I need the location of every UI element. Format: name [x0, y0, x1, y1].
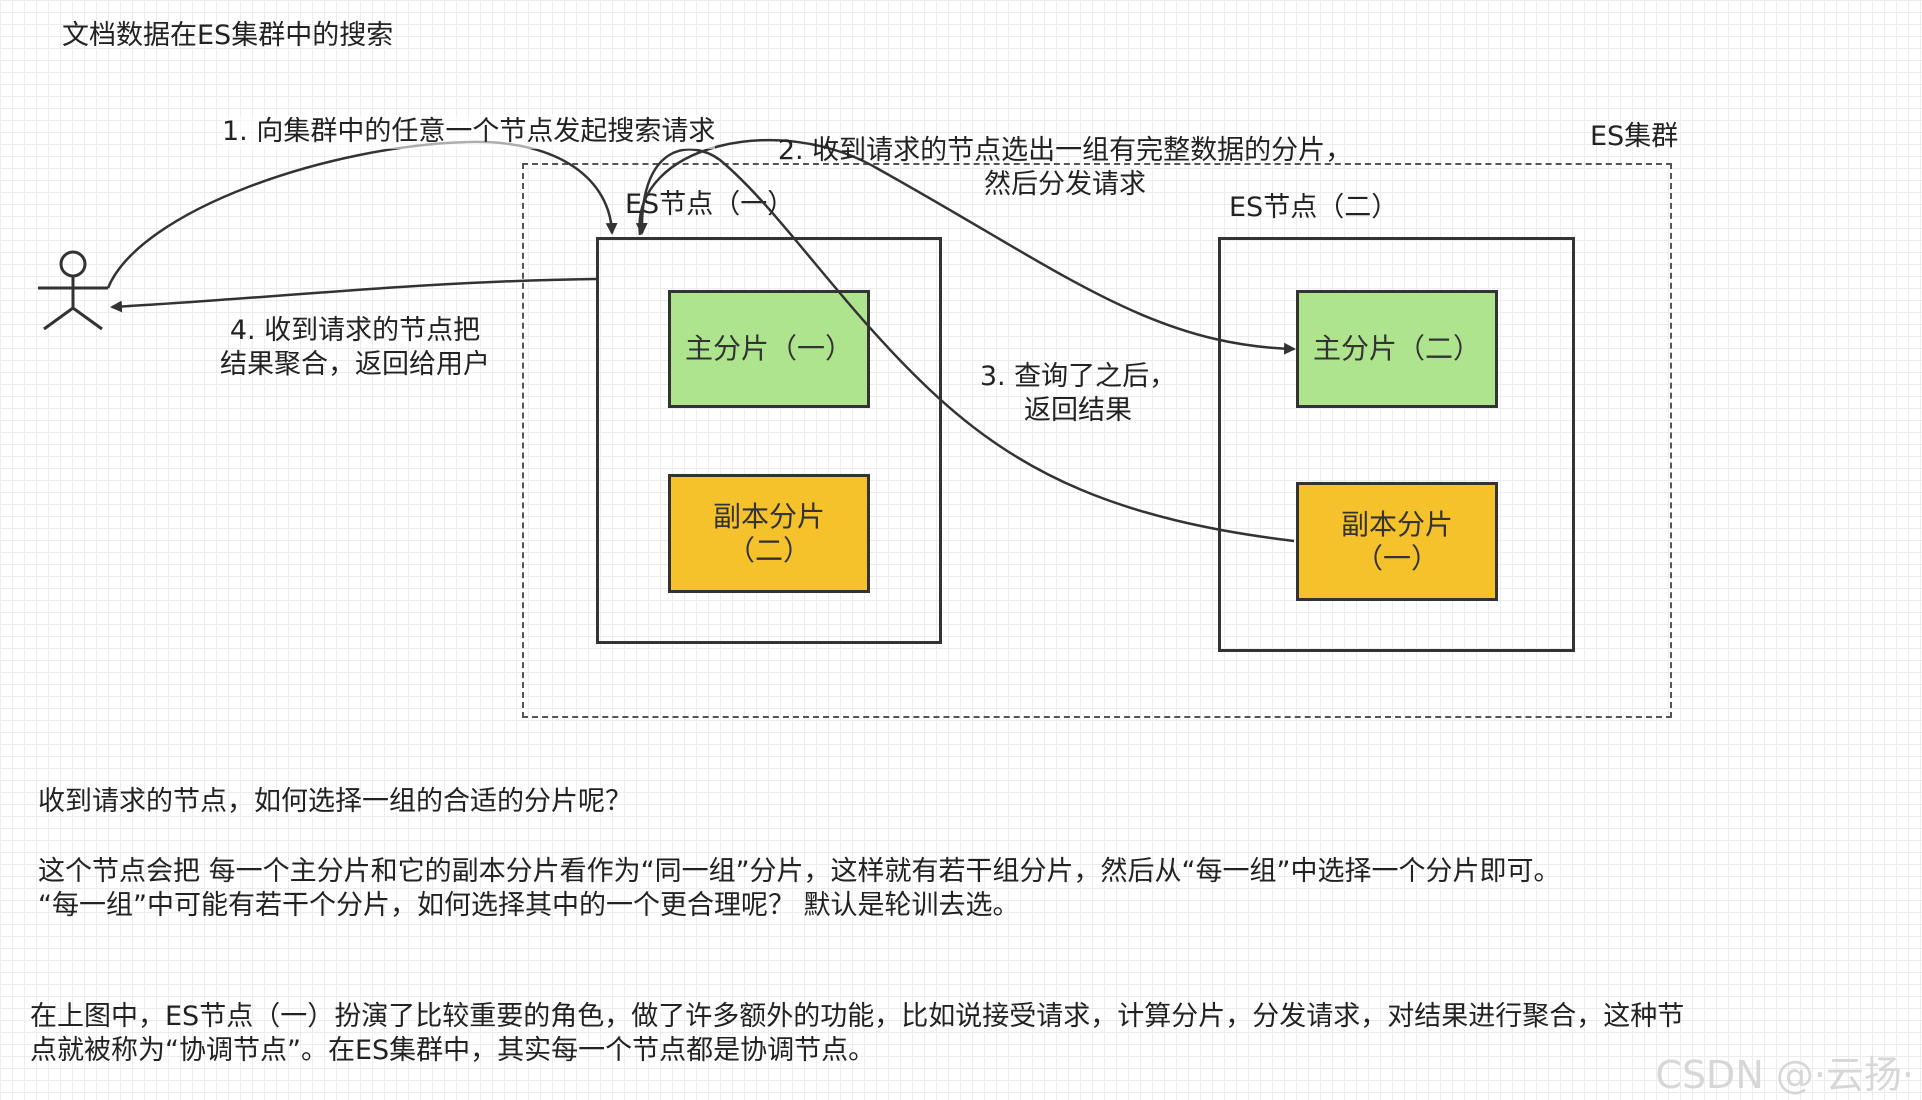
- step4-label-line2: 结果聚合，返回给用户: [220, 349, 490, 380]
- node-1-replica-label-line2: （二）: [726, 533, 811, 567]
- node-2-label: ES节点（二）: [1229, 192, 1399, 223]
- user-actor-icon: [38, 250, 108, 331]
- node-2-primary-shard: 主分片（二）: [1296, 290, 1498, 408]
- csdn-watermark: CSDN @·云扬·: [1655, 1053, 1914, 1097]
- node-2-replica-shard: 副本分片 （一）: [1296, 482, 1498, 601]
- step1-label: 1. 向集群中的任意一个节点发起搜索请求: [222, 115, 716, 149]
- step2-label-line1: 2. 收到请求的节点选出一组有完整数据的分片，: [777, 135, 1353, 166]
- note-paragraph-3-line1: 在上图中，ES节点（一）扮演了比较重要的角色，做了许多额外的功能，比如说接受请求…: [30, 1001, 1685, 1032]
- step2-label: 2. 收到请求的节点选出一组有完整数据的分片， 然后分发请求: [760, 134, 1370, 202]
- arrow-step1-request: [106, 140, 618, 289]
- node-1-primary-label: 主分片（一）: [684, 332, 853, 365]
- step2-label-line2: 然后分发请求: [984, 169, 1146, 200]
- step3-label-line1: 3. 查询了之后，: [979, 361, 1177, 392]
- note-paragraph-2: “每一组”中可能有若干个分片，如何选择其中的一个更合理呢？ 默认是轮训去选。: [38, 890, 1020, 921]
- note-paragraph-1: 这个节点会把 每一个主分片和它的副本分片看作为“同一组”分片，这样就有若干组分片…: [38, 856, 1561, 887]
- es-cluster-label: ES集群: [1590, 121, 1679, 152]
- node-2-primary-label: 主分片（二）: [1312, 332, 1481, 365]
- es-cluster-boundary: [522, 163, 1672, 718]
- node-1-replica-label-line1: 副本分片: [712, 499, 825, 533]
- arrow-step4-response: [110, 277, 597, 313]
- step3-label-line2: 返回结果: [1024, 395, 1132, 426]
- step4-label: 4. 收到请求的节点把 结果聚合，返回给用户: [205, 314, 505, 382]
- node-2-box: [1218, 237, 1575, 652]
- arrow-step3-result: [635, 148, 1295, 543]
- note-paragraph-3-line2: 点就被称为“协调节点”。在ES集群中，其实每一个节点都是协调节点。: [30, 1035, 876, 1066]
- node-2-replica-label-line1: 副本分片: [1340, 507, 1453, 541]
- arrow-step2-dispatch: [638, 138, 1296, 355]
- node-1-replica-shard: 副本分片 （二）: [668, 474, 870, 593]
- diagram-title: 文档数据在ES集群中的搜索: [62, 20, 394, 51]
- note-question: 收到请求的节点，如何选择一组的合适的分片呢？: [38, 786, 632, 817]
- step4-label-line1: 4. 收到请求的节点把: [229, 315, 481, 346]
- node-1-box: [596, 237, 942, 644]
- node-1-primary-shard: 主分片（一）: [668, 290, 870, 408]
- node-2-replica-label-line2: （一）: [1354, 541, 1439, 575]
- step3-label: 3. 查询了之后， 返回结果: [968, 360, 1188, 428]
